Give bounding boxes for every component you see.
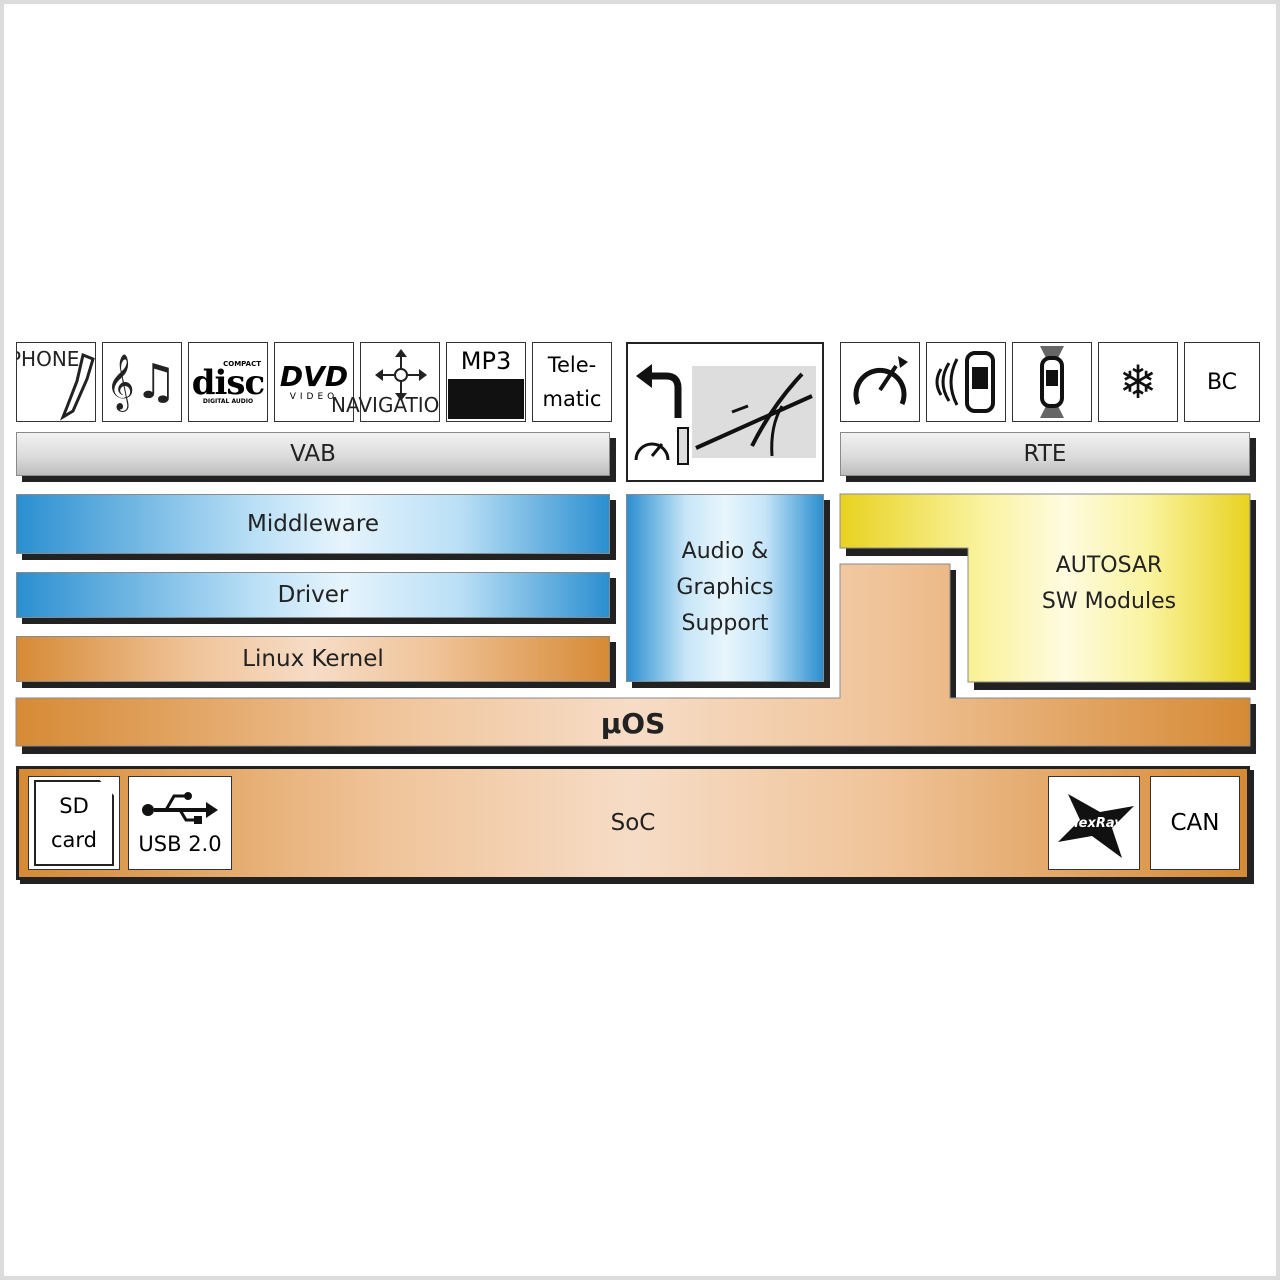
- driver-layer: Driver: [16, 572, 610, 618]
- parking-sensor-tile: [926, 342, 1006, 422]
- bc-label: BC: [1206, 369, 1238, 395]
- speedometer-small-icon: [634, 427, 689, 465]
- audio-graphics-support-block: Audio & Graphics Support: [626, 494, 824, 682]
- car-topview-tile: [1012, 342, 1092, 422]
- music-tile: 𝄞♫: [102, 342, 182, 422]
- uos-label-wrap: µOS: [16, 700, 1250, 746]
- music-notes-icon: 𝄞♫: [106, 353, 178, 410]
- usb-label: USB 2.0: [138, 832, 222, 856]
- driver-label: Driver: [277, 582, 349, 608]
- linux-kernel-layer: Linux Kernel: [16, 636, 610, 682]
- autosar-line1: AUTOSAR: [1055, 553, 1163, 578]
- bc-tile: BC: [1184, 342, 1260, 422]
- can-label: CAN: [1170, 810, 1220, 836]
- compact-disc-tile: COMPACT disc DIGITAL AUDIO: [188, 342, 268, 422]
- sd-card-tile: SD card: [28, 776, 120, 870]
- telematic-tile: Tele- matic: [532, 342, 612, 422]
- dvd-sub-text: VIDEO: [289, 392, 339, 402]
- can-tile: CAN: [1150, 776, 1240, 870]
- dvd-tile: DVD VIDEO: [274, 342, 354, 422]
- soc-label: SoC: [610, 810, 656, 836]
- usb-icon: [142, 792, 218, 824]
- speedometer-icon: [853, 356, 908, 405]
- uos-shape: [15, 563, 1256, 754]
- autosar-label: AUTOSAR SW Modules: [968, 548, 1250, 620]
- map-display: [692, 366, 816, 458]
- telematic-label-line2: matic: [542, 387, 602, 411]
- rte-layer: RTE: [840, 432, 1250, 476]
- audio-graphics-line3: Support: [681, 611, 769, 636]
- sd-label-line2: card: [50, 828, 97, 852]
- linux-kernel-label: Linux Kernel: [242, 646, 384, 672]
- phone-tile: PHONE: [16, 342, 96, 422]
- turn-arrow-icon: [636, 364, 682, 418]
- speedometer-tile: [840, 342, 920, 422]
- rte-label: RTE: [1023, 441, 1067, 467]
- navigation-tile: NAVIGATIO: [331, 342, 440, 422]
- usb-tile: USB 2.0: [128, 776, 232, 870]
- autosar-line2: SW Modules: [1041, 589, 1177, 614]
- phone-label: PHONE: [16, 347, 80, 371]
- car-topview-icon: [1040, 346, 1064, 418]
- middleware-label: Middleware: [247, 511, 379, 537]
- uos-label: µOS: [600, 706, 666, 740]
- telematic-label-line1: Tele-: [547, 353, 597, 377]
- autosar-shape: [839, 493, 1256, 690]
- sd-card-icon: SD card: [34, 780, 114, 866]
- middleware-layer: Middleware: [16, 494, 610, 554]
- navigation-label: NAVIGATIO: [331, 393, 440, 417]
- flexray-tile: FlexRay: [1048, 776, 1140, 870]
- mp3-label: MP3: [460, 347, 512, 375]
- audio-graphics-line1: Audio &: [681, 539, 769, 564]
- disc-small-text: COMPACT: [223, 359, 261, 368]
- vab-layer: VAB: [16, 432, 610, 476]
- mp3-black-bar: [448, 379, 524, 419]
- audio-graphics-line2: Graphics: [676, 575, 774, 600]
- mp3-tile: MP3: [446, 342, 526, 422]
- phone-handset-icon: [59, 352, 95, 421]
- parking-sensor-icon: [935, 351, 995, 413]
- snowflake-icon: ❄: [1118, 355, 1158, 409]
- flexray-logo-icon: [1058, 794, 1134, 858]
- navigation-cross-icon: [375, 349, 427, 401]
- dvd-logo: DVD: [279, 360, 349, 393]
- disc-sub-text: DIGITAL AUDIO: [202, 397, 254, 405]
- sd-label-line1: SD: [59, 794, 89, 818]
- flexray-label: FlexRay: [1065, 815, 1123, 831]
- hmi-display-box: [626, 342, 824, 482]
- map-roads-icon: [695, 372, 813, 457]
- vab-label: VAB: [290, 441, 336, 467]
- compact-disc-logo: disc: [191, 362, 266, 403]
- climate-tile: ❄: [1098, 342, 1178, 422]
